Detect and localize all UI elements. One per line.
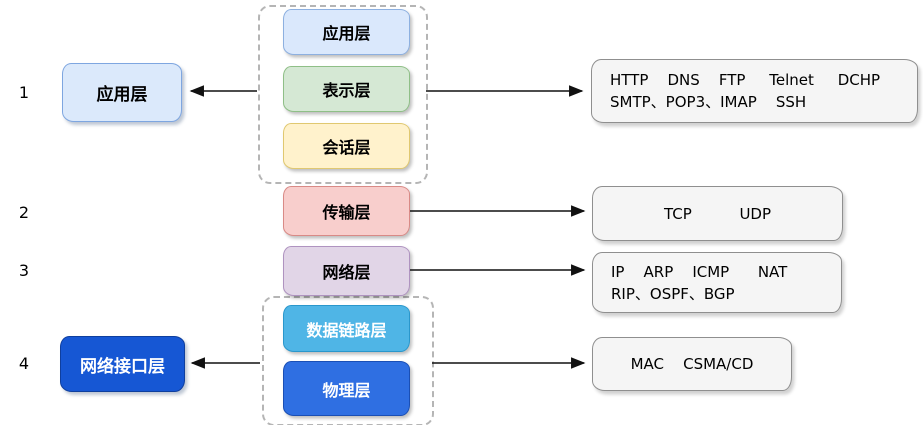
osi-layer-transport: 传输层 (283, 186, 410, 236)
protocols-network-line-2: RIP、OSPF、BGP (611, 284, 735, 303)
tcpip-application-layer-label: 应用层 (96, 85, 148, 105)
osi-upper-layers-group-outline (258, 5, 428, 184)
osi-layer-application: 应用层 (283, 9, 410, 55)
row-number-2: 2 (18, 203, 30, 222)
row-number-3: 3 (18, 261, 30, 280)
protocols-application-box: HTTP DNS FTP Telnet DCHP SMTP、POP3、IMAP … (591, 59, 918, 123)
row-number-1: 1 (18, 83, 30, 102)
osi-layer-application-label: 应用层 (322, 24, 371, 43)
osi-layer-presentation: 表示层 (283, 66, 410, 112)
osi-layer-physical-label: 物理层 (322, 380, 371, 400)
protocols-transport-line-1: TCP UDP (663, 204, 772, 223)
protocols-application-line-1: HTTP DNS FTP Telnet DCHP (610, 71, 881, 89)
osi-layer-session: 会话层 (283, 123, 410, 169)
protocols-link-box: MAC CSMA/CD (592, 337, 792, 391)
osi-layer-physical: 物理层 (283, 361, 410, 416)
osi-layer-network-label: 网络层 (322, 263, 371, 282)
osi-layer-transport-label: 传输层 (322, 203, 371, 222)
osi-layer-datalink-label: 数据链路层 (306, 320, 387, 340)
protocols-application-line-2: SMTP、POP3、IMAP SSH (610, 93, 807, 111)
tcpip-network-interface-layer-label: 网络接口层 (80, 356, 165, 377)
osi-layer-datalink: 数据链路层 (283, 305, 410, 352)
tcpip-network-interface-layer-box: 网络接口层 (60, 336, 185, 392)
protocols-network-line-1: IP ARP ICMP NAT (611, 262, 788, 281)
osi-layer-session-label: 会话层 (322, 138, 371, 157)
row-number-4: 4 (18, 354, 30, 373)
protocols-network-box: IP ARP ICMP NAT RIP、OSPF、BGP (592, 252, 842, 313)
osi-layer-presentation-label: 表示层 (322, 81, 371, 100)
protocols-transport-box: TCP UDP (592, 186, 843, 241)
osi-layer-network: 网络层 (283, 246, 410, 296)
protocols-link-line-1: MAC CSMA/CD (630, 355, 754, 373)
tcpip-application-layer-box: 应用层 (62, 63, 182, 122)
